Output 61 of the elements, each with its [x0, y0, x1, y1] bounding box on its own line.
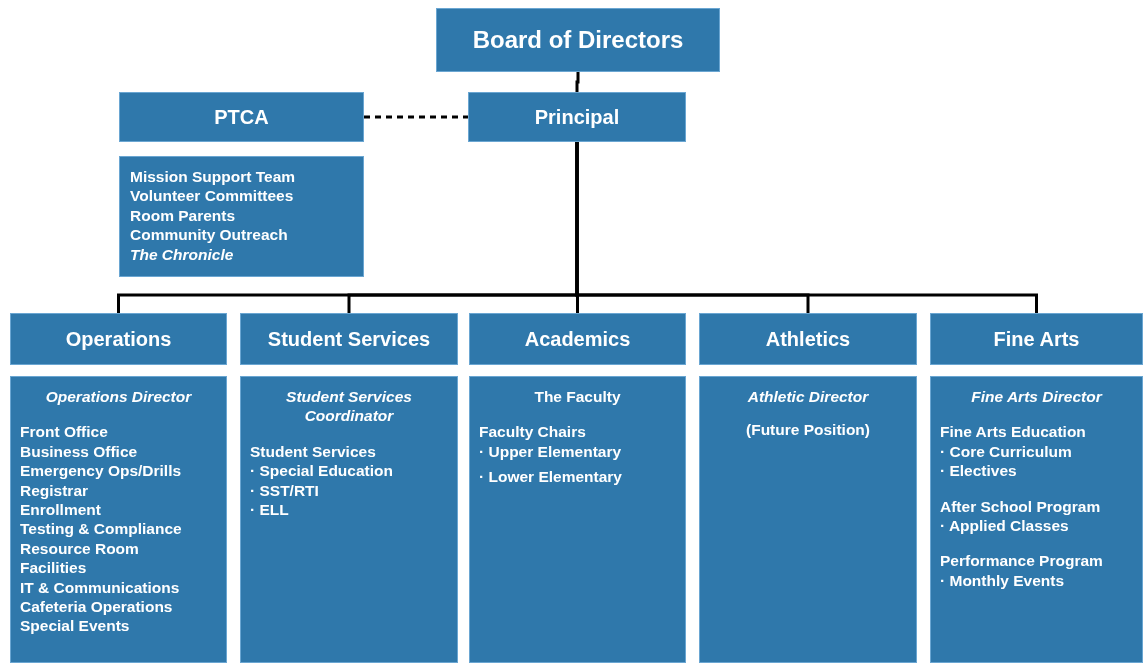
connector-line — [575, 142, 1038, 313]
item-text: Academics — [524, 327, 631, 351]
department-panel — [469, 376, 686, 663]
list-item: · ELL — [250, 500, 290, 520]
item-text: Fine Arts Education — [940, 422, 1087, 442]
department-panel — [930, 376, 1143, 663]
org-box — [240, 313, 458, 365]
item-text: Testing & Compliance — [20, 519, 183, 539]
section-heading: (Future Position) — [745, 420, 871, 440]
list-item: · Electives — [940, 461, 1018, 481]
org-box — [468, 92, 686, 142]
department-panel — [699, 376, 917, 663]
section-heading: Operations Director — [44, 387, 193, 407]
item-text: Emergency Ops/Drills — [20, 461, 183, 481]
dashed-connector — [364, 115, 468, 119]
item-text: After School Program — [940, 496, 1102, 517]
item-text: Athletics — [765, 327, 851, 351]
org-box — [469, 313, 686, 365]
item-text: Fine Arts — [993, 327, 1080, 351]
department-panel — [10, 376, 227, 663]
item-text: Performance Program — [940, 551, 1104, 571]
item-text: Community Outreach — [130, 225, 289, 245]
org-box — [930, 313, 1143, 365]
item-text: Registrar — [20, 480, 90, 501]
item-text: Room Parents — [130, 205, 237, 226]
item-text: PTCA — [214, 105, 269, 129]
item-text: Board of Directors — [472, 25, 684, 55]
item-text: Resource Room — [20, 538, 140, 559]
item-text: Mission Support Team — [130, 167, 297, 187]
item-text: · Core Curriculum — [940, 441, 1073, 462]
list-item: · Monthly Events — [940, 570, 1065, 591]
section-heading: Student Services Coordinator — [285, 387, 413, 426]
item-text: Operations — [65, 327, 172, 351]
org-box — [119, 92, 364, 142]
section-heading: The Faculty — [533, 387, 622, 407]
connector-line — [575, 72, 580, 92]
item-text: IT & Communications — [20, 577, 181, 598]
item-text: Student Services — [250, 441, 377, 462]
item-text: Front Office — [20, 422, 109, 442]
item-text: The Chronicle — [130, 244, 235, 265]
department-panel — [240, 376, 458, 663]
section-heading: Athletic Director — [746, 387, 870, 407]
item-text: Cafeteria Operations — [20, 597, 174, 617]
item-text: Student Services — [267, 327, 431, 351]
item-text: Enrollment — [20, 500, 102, 520]
item-text: Business Office — [20, 441, 139, 462]
item-text: Facilities — [20, 558, 88, 578]
item-text: Faculty Chairs — [479, 422, 587, 442]
committee-panel — [119, 156, 364, 277]
item-text: · Special Education — [250, 461, 394, 481]
list-item: · Upper Elementary — [479, 441, 623, 462]
org-box — [10, 313, 227, 365]
item-text: Volunteer Committees — [130, 186, 295, 206]
org-box — [699, 313, 917, 365]
item-text: Principal — [534, 105, 620, 129]
list-item: · Applied Classes — [940, 516, 1070, 536]
list-item: · SST/RTI — [250, 480, 320, 501]
section-heading: Fine Arts Director — [970, 387, 1104, 407]
list-item: · Lower Elementary — [479, 467, 623, 487]
org-box — [436, 8, 720, 72]
item-text: Special Events — [20, 616, 131, 636]
